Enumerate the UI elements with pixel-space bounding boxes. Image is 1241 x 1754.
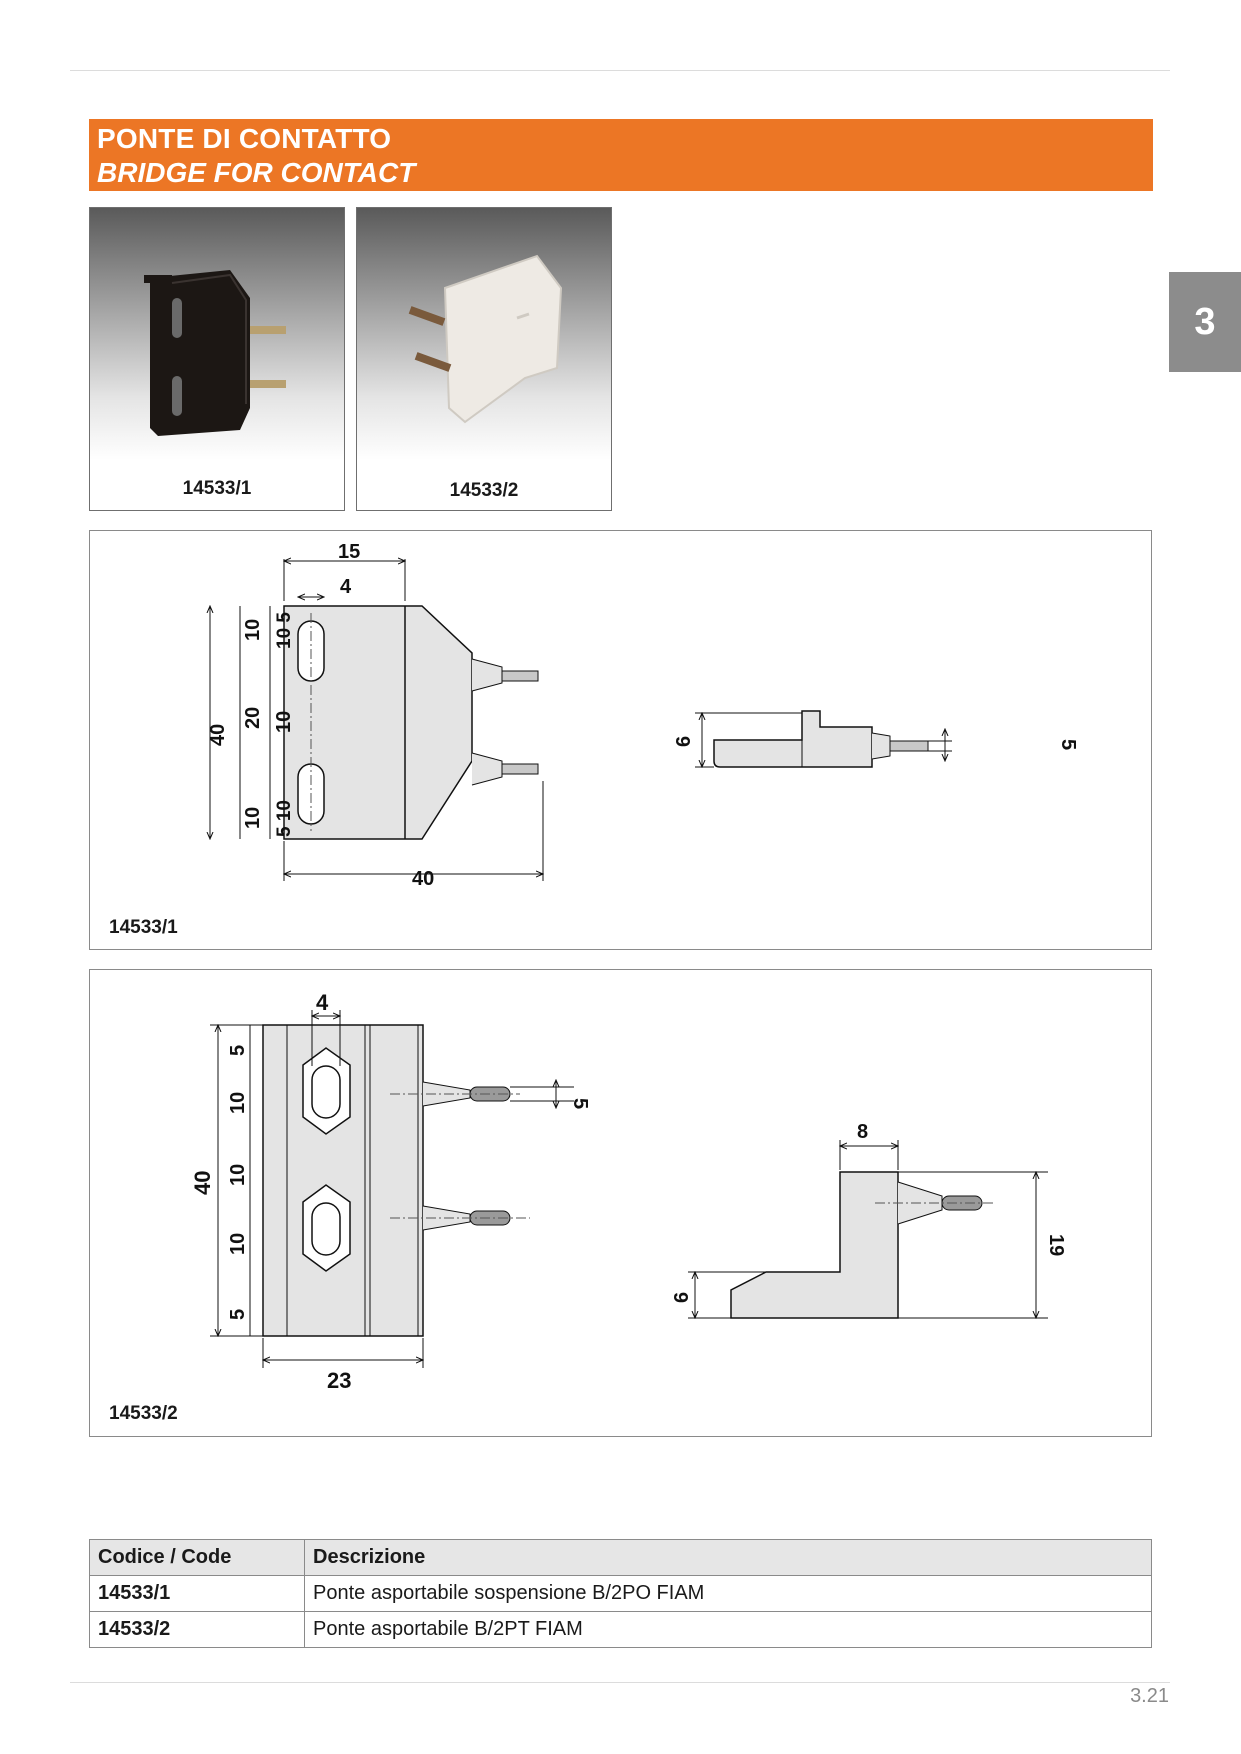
- table-row: 14533/1 Ponte asportabile sospensione B/…: [89, 1575, 1152, 1612]
- dim-side-height: 19: [1045, 1234, 1067, 1256]
- dim-length: 40: [412, 868, 434, 890]
- top-rule: [70, 70, 1170, 71]
- dim-seg-10a: 10: [242, 619, 264, 641]
- section-tab[interactable]: 3: [1169, 272, 1241, 372]
- dim-seg-10-mid: 10: [273, 711, 295, 733]
- photo-caption-1: 14533/1: [182, 478, 252, 499]
- title-english: BRIDGE FOR CONTACT: [97, 157, 416, 188]
- dim-seg-10c: 10: [227, 1233, 249, 1255]
- dim-seg-20: 20: [242, 707, 264, 729]
- dim-seg-10a: 10: [227, 1092, 249, 1114]
- cell-description: Ponte asportabile B/2PT FIAM: [304, 1611, 1152, 1648]
- drawing-code-1: 14533/1: [109, 917, 178, 938]
- dim-top-width: 8: [857, 1121, 868, 1143]
- page-number: 3.21: [1130, 1685, 1169, 1707]
- photo-caption-2: 14533/2: [449, 480, 519, 501]
- drawing-frame-14533-1: 15 4 40 10 20 10 10 5 10 5 10 40 6 5 145…: [89, 530, 1152, 950]
- column-header-code: Codice / Code: [89, 1539, 305, 1576]
- technical-drawing-2: 4 40 5 10 10 10 5 23 5 8 19 6: [190, 990, 1067, 1393]
- dim-width-top: 15: [338, 541, 360, 563]
- dim-seg-5b: 5: [227, 1309, 249, 1320]
- dim-width: 23: [327, 1368, 351, 1393]
- product-photo-2: 14533/2: [356, 207, 612, 511]
- dim-seg-10b: 10: [227, 1164, 249, 1186]
- dim-base-height: 6: [671, 1292, 693, 1303]
- photo-image: [90, 208, 344, 460]
- product-photo-1: 14533/1: [89, 207, 345, 511]
- drawing-code-2: 14533/2: [109, 1403, 178, 1424]
- photo-image: [357, 208, 611, 460]
- cell-code: 14533/1: [89, 1575, 305, 1612]
- dim-height: 40: [190, 1171, 215, 1195]
- cell-code: 14533/2: [89, 1611, 305, 1648]
- dim-height: 40: [207, 724, 229, 746]
- dim-seg-5-10: 5 10: [274, 800, 295, 837]
- black-bridge-illustration: [144, 270, 286, 436]
- dim-slot-width: 4: [316, 990, 329, 1015]
- dim-seg-5a: 5: [227, 1045, 249, 1056]
- column-header-description: Descrizione: [304, 1539, 1152, 1576]
- white-bridge-illustration: [408, 254, 563, 424]
- technical-drawing-1: 15 4 40 10 20 10 10 5 10 5 10 40 6 5: [90, 541, 1079, 890]
- title-italian: PONTE DI CONTATTO: [97, 123, 392, 154]
- header-banner: PONTE DI CONTATTO BRIDGE FOR CONTACT: [89, 119, 1153, 191]
- dim-pin-diameter: 5: [569, 1098, 591, 1109]
- dim-side-height: 6: [673, 736, 695, 747]
- cell-description: Ponte asportabile sospensione B/2PO FIAM: [304, 1575, 1152, 1612]
- bottom-rule: [70, 1682, 1170, 1683]
- dim-seg-10b: 10: [242, 807, 264, 829]
- table-row: 14533/2 Ponte asportabile B/2PT FIAM: [89, 1611, 1152, 1648]
- table-header-row: Codice / Code Descrizione: [89, 1539, 1152, 1576]
- dim-pin-diameter: 5: [1057, 739, 1079, 750]
- drawing-frame-14533-2: 4 40 5 10 10 10 5 23 5 8 19 6 14533/2: [89, 969, 1152, 1437]
- dim-slot-width: 4: [340, 576, 352, 598]
- dim-seg-10-5: 10 5: [274, 612, 295, 649]
- product-table: Codice / Code Descrizione 14533/1 Ponte …: [89, 1539, 1152, 1648]
